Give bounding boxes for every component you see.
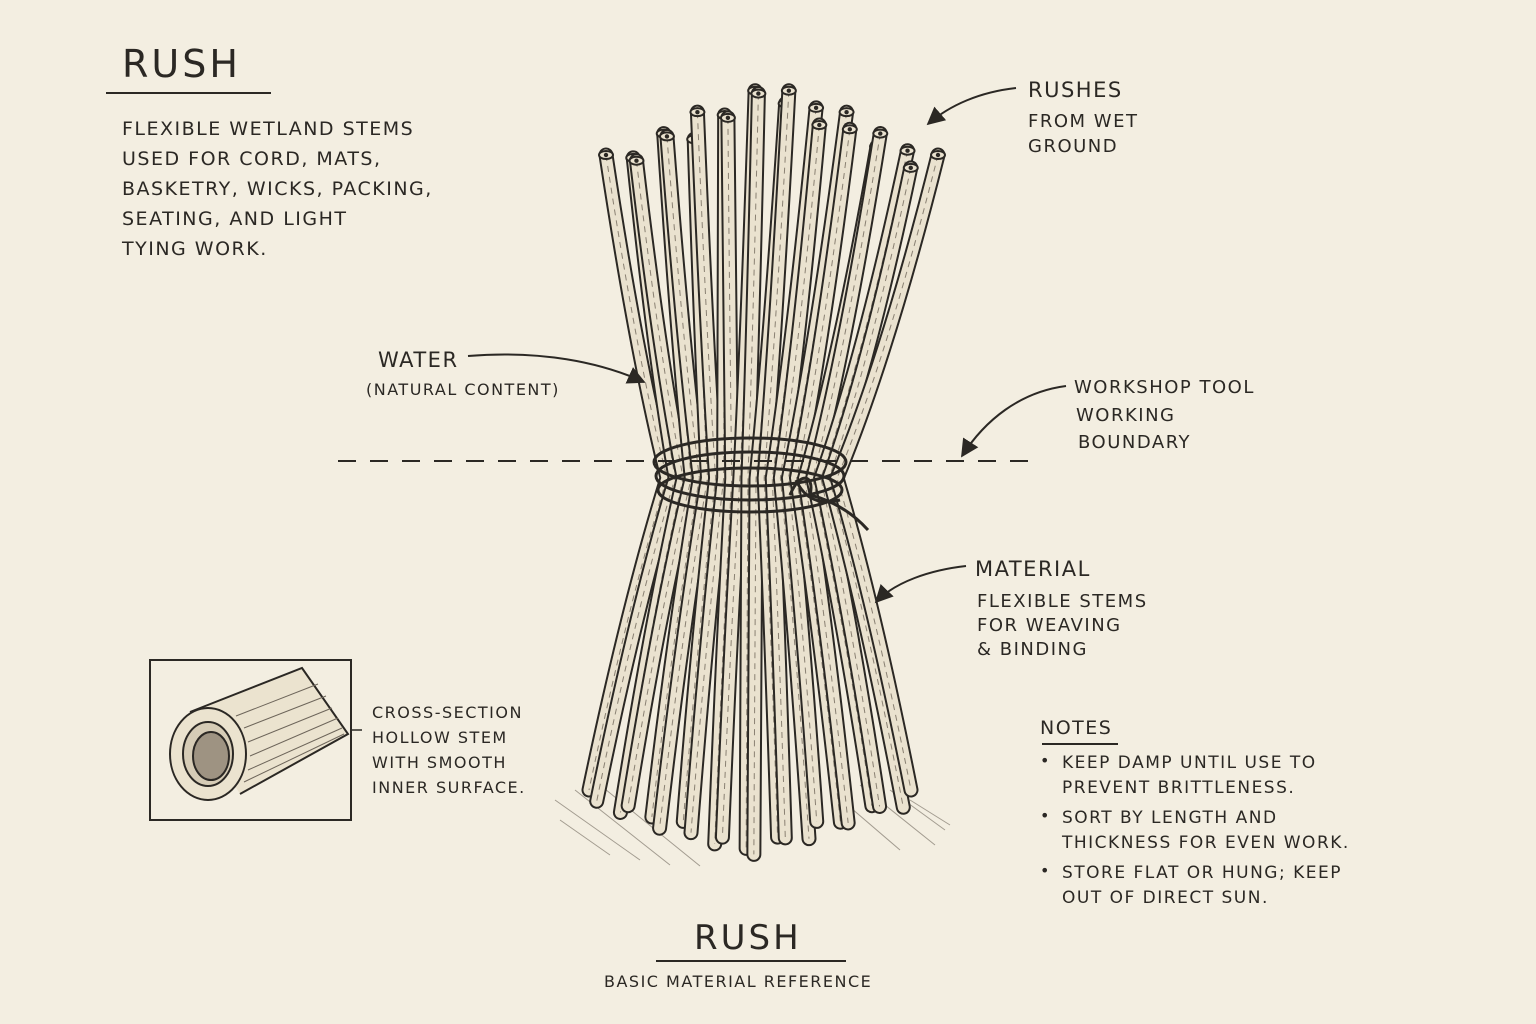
material-label-title: MATERIAL — [975, 557, 1091, 581]
workshop-label-line: WORKING — [1076, 405, 1176, 426]
rush-stem-texture — [682, 112, 717, 822]
rush-stem — [740, 88, 764, 854]
description-line: TYING WORK. — [122, 238, 268, 260]
material-arrow — [874, 565, 967, 604]
header-underline — [106, 92, 271, 94]
water-label-title: WATER — [378, 348, 459, 372]
material-label-sub: FOR WEAVING — [977, 615, 1122, 636]
rush-stem-hollow — [905, 148, 910, 153]
rush-stem-texture — [588, 154, 668, 791]
cross-section-line: WITH SMOOTH — [372, 753, 507, 772]
header-title: RUSH — [122, 42, 241, 86]
water-arrow — [467, 353, 646, 384]
workshop-label-line: WORKSHOP TOOL — [1074, 377, 1255, 398]
note-line: THICKNESS FOR EVEN WORK. — [1062, 833, 1350, 853]
description-line: SEATING, AND LIGHT — [122, 208, 348, 230]
bundle-binding — [652, 436, 870, 532]
rush-stem-texture — [763, 90, 790, 838]
rush-stem-hollow — [786, 88, 792, 93]
water-label-sub: (NATURAL CONTENT) — [366, 380, 560, 399]
footer-subtitle: BASIC MATERIAL REFERENCE — [604, 972, 873, 991]
note-line: PREVENT BRITTLENESS. — [1062, 778, 1296, 798]
note-line: SORT BY LENGTH AND — [1062, 808, 1278, 828]
description-line: USED FOR CORD, MATS, — [122, 148, 382, 170]
rushes-arrow — [926, 87, 1017, 126]
rush-stem-hollow — [695, 109, 700, 115]
description-line: FLEXIBLE WETLAND STEMS — [122, 118, 415, 140]
note-line: KEEP DAMP UNTIL USE TO — [1062, 753, 1317, 773]
rushes-label-sub: GROUND — [1028, 136, 1119, 157]
rush-stem-hollow — [725, 115, 731, 121]
cross-section-line: HOLLOW STEM — [372, 728, 508, 747]
rush-stem-hollow — [847, 127, 853, 132]
cross-section-inset — [149, 659, 362, 821]
rush-stem-hollow — [603, 152, 609, 158]
rush-stem-hollow — [935, 152, 941, 158]
material-label-sub: FLEXIBLE STEMS — [977, 591, 1148, 612]
rush-stem-hollow — [756, 91, 761, 96]
rush-stem-hollow — [908, 165, 913, 171]
rush-stem-hollow — [813, 105, 819, 111]
note-item: STORE FLAT OR HUNG; KEEP OUT OF DIRECT S… — [1040, 861, 1420, 911]
rush-stem-texture — [796, 129, 851, 823]
cross-section-line: CROSS-SECTION — [372, 703, 523, 722]
rushes-label-title: RUSHES — [1028, 78, 1123, 102]
rush-stem-texture — [836, 154, 939, 791]
workshop-label-line: BOUNDARY — [1078, 432, 1192, 453]
workshop-arrow — [961, 385, 1067, 458]
footer-underline — [656, 960, 846, 962]
rushes-label-sub: FROM WET — [1028, 111, 1139, 132]
rush-stem-texture — [651, 136, 700, 818]
notes-heading-underline — [1042, 743, 1118, 745]
cross-section-line: INNER SURFACE. — [372, 778, 526, 797]
rush-stem-hollow — [844, 109, 849, 115]
notes-section: NOTES KEEP DAMP UNTIL USE TO PREVENT BRI… — [1040, 715, 1420, 916]
footer-title: RUSH — [694, 918, 802, 958]
note-line: OUT OF DIRECT SUN. — [1062, 888, 1269, 908]
rush-stem-texture — [714, 117, 733, 844]
note-item: SORT BY LENGTH AND THICKNESS FOR EVEN WO… — [1040, 806, 1420, 856]
rush-stem-hollow — [878, 131, 883, 136]
cross-section-caption: CROSS-SECTION HOLLOW STEM WITH SMOOTH IN… — [372, 700, 526, 800]
rush-stem-hollow — [664, 134, 670, 139]
description-line: BASKETRY, WICKS, PACKING, — [122, 178, 433, 200]
rush-stem-texture — [812, 133, 881, 806]
header-description: FLEXIBLE WETLAND STEMS USED FOR CORD, MA… — [122, 114, 433, 264]
notes-heading: NOTES — [1040, 717, 1113, 739]
rush-stem-texture — [779, 124, 820, 839]
rush-stem-hollow — [634, 158, 639, 163]
material-label-sub: & BINDING — [977, 639, 1088, 660]
rush-bundle-stems — [581, 83, 946, 862]
notes-list: KEEP DAMP UNTIL USE TO PREVENT BRITTLENE… — [1040, 751, 1420, 911]
note-item: KEEP DAMP UNTIL USE TO PREVENT BRITTLENE… — [1040, 751, 1420, 801]
note-line: STORE FLAT OR HUNG; KEEP — [1062, 863, 1342, 883]
rush-stem-hollow — [817, 122, 822, 128]
